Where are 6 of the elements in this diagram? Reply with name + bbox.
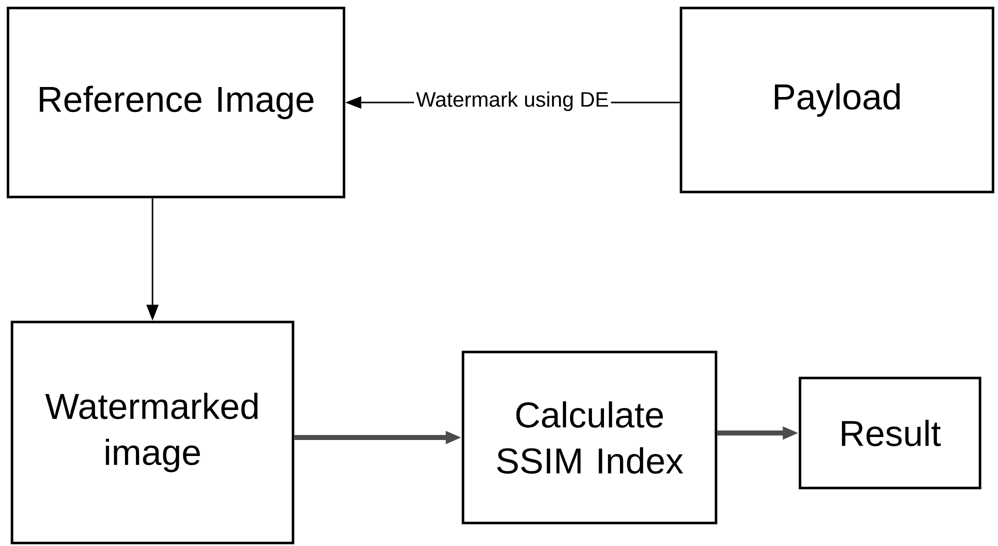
process-box: Result bbox=[798, 376, 982, 490]
process-box: Watermarked image bbox=[10, 320, 294, 544]
process-box: Reference Image bbox=[6, 6, 346, 198]
process-box: Payload bbox=[680, 6, 994, 194]
edge-label: Watermark using DE bbox=[414, 89, 611, 114]
process-box: Calculate SSIM Index bbox=[462, 350, 718, 524]
